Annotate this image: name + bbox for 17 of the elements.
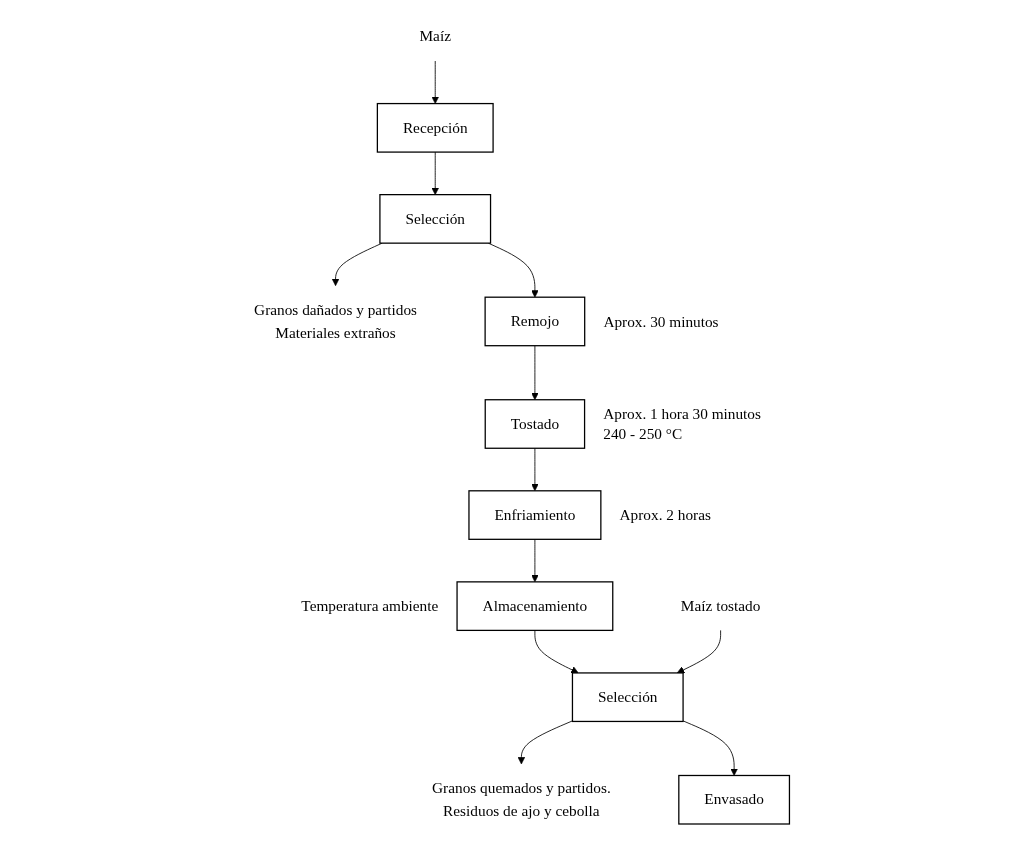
node-box: Selección [379, 194, 492, 244]
annotation-text: Aprox. 30 minutos [603, 312, 719, 330]
node-box: Almacenamiento [456, 581, 614, 631]
node-text: Maíz tostado [680, 597, 761, 615]
node-text: Granos quemados y partidos. Residuos de ajo y cebolla [432, 779, 611, 820]
node-box: Tostado [484, 399, 586, 449]
node-box: Recepción [376, 102, 494, 153]
annotation-text: Aprox. 1 hora 30 minutos [603, 404, 761, 422]
node-box: Remojo [484, 296, 586, 347]
node-text: Maíz [419, 27, 451, 45]
annotation-text: 240 - 250 °C [603, 425, 683, 443]
node-box: Enfriamiento [468, 490, 602, 540]
annotation-text: Temperatura ambiente [301, 597, 439, 615]
node-box: Selección [571, 672, 684, 723]
node-text: Granos dañados y partidos Materiales extraños [254, 301, 418, 342]
node-box: Envasado [678, 774, 791, 825]
annotation-text: Aprox. 2 horas [619, 506, 711, 524]
